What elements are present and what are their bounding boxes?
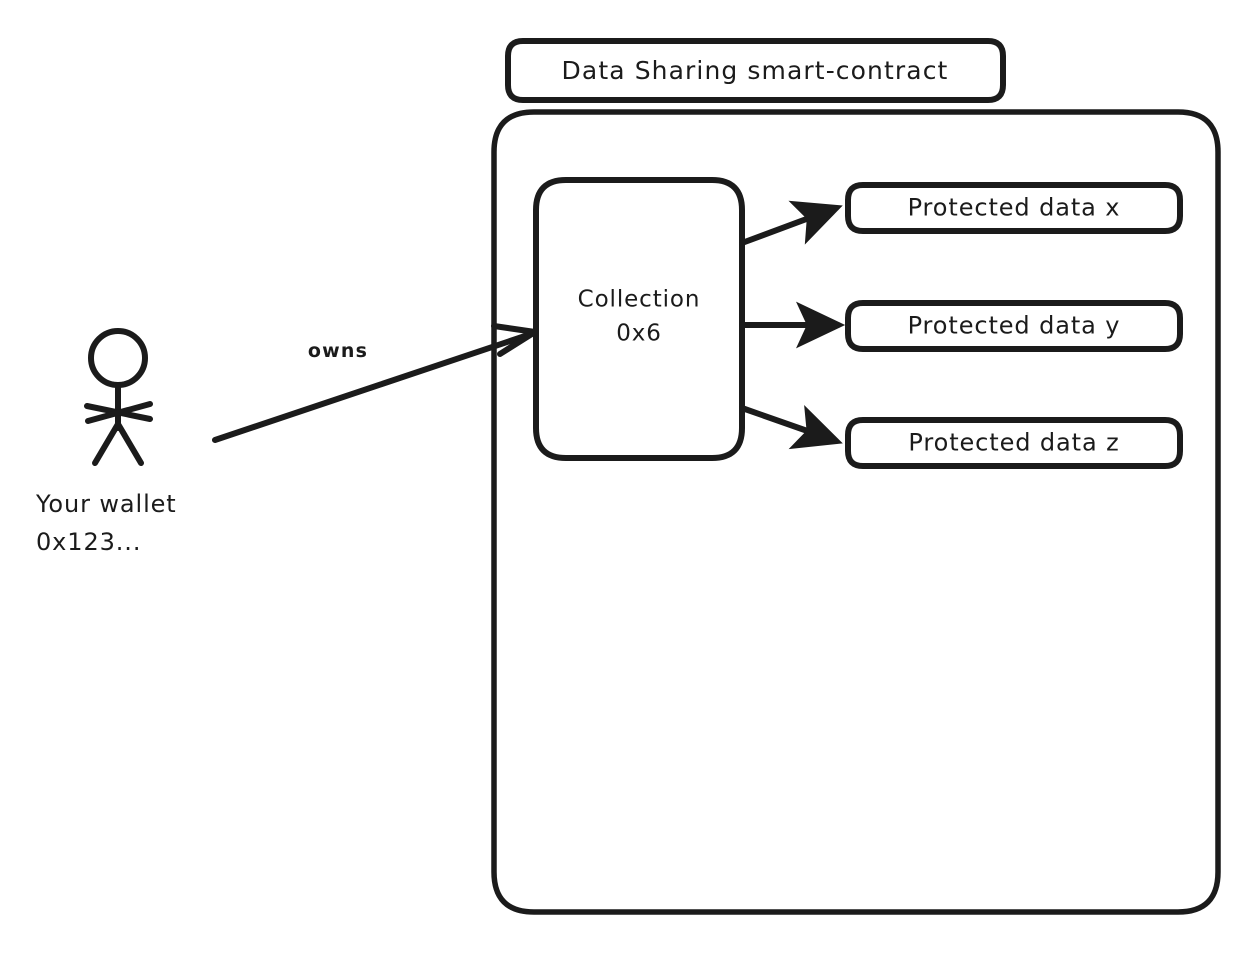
protected-data-box-1-outline [845, 182, 1183, 234]
protected-data-box-3-outline [845, 417, 1183, 469]
collection-node-outline [533, 177, 745, 461]
edge-collection-to-protected-data-z [739, 405, 843, 450]
edge-collection-to-protected-data-x [739, 200, 843, 246]
edge-wallet-owns-collection [212, 323, 538, 443]
title-box-outline [505, 38, 1006, 103]
stick-figure-person-icon [84, 328, 153, 466]
protected-data-box-2-outline [845, 300, 1183, 352]
